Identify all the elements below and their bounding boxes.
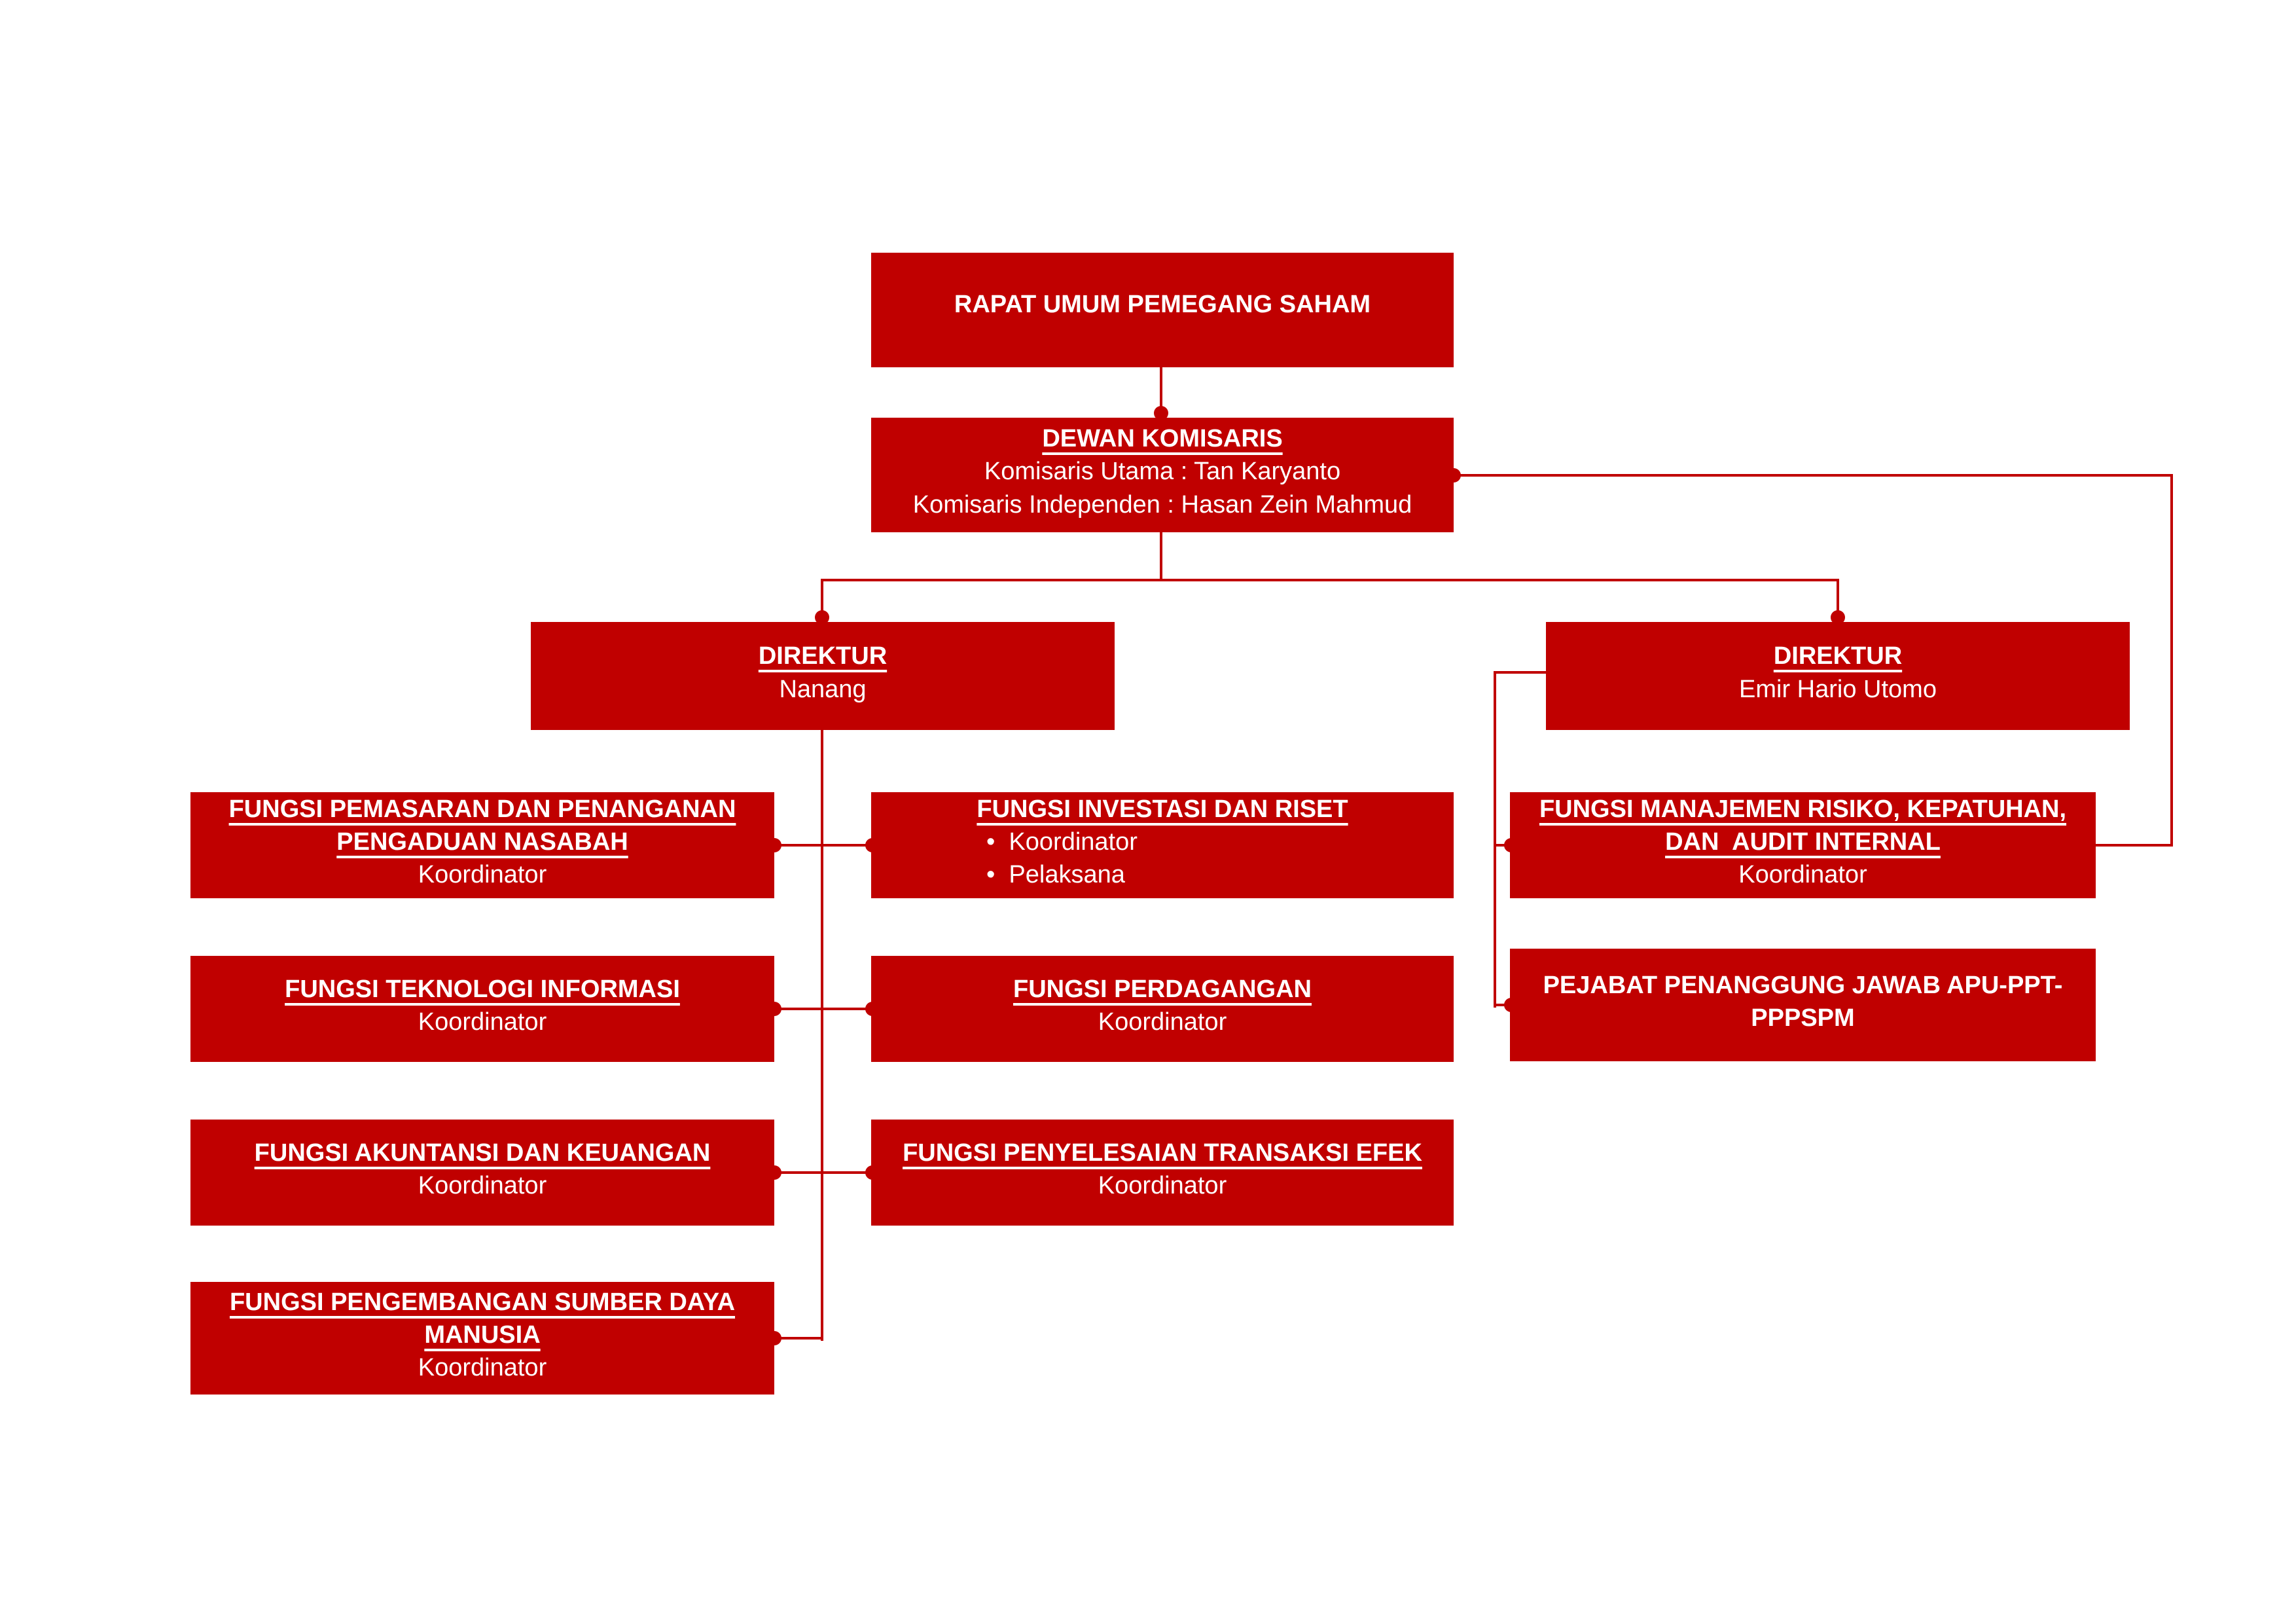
connector-dewan-risiko-end bbox=[2096, 844, 2173, 847]
bullet-pelaksana: Pelaksana bbox=[986, 858, 1138, 891]
node-title: FUNGSI PENYELESAIAN TRANSAKSI EFEK bbox=[903, 1139, 1422, 1167]
node-fungsi-akuntansi-keuangan: FUNGSI AKUNTANSI DAN KEUANGAN Koordinato… bbox=[190, 1120, 774, 1226]
connector-stub-investasi bbox=[822, 844, 871, 847]
node-title: PEJABAT PENANGGUNG JAWAB APU-PPT- PPPSPM bbox=[1543, 971, 2063, 1032]
node-role: Koordinator bbox=[1098, 1008, 1227, 1036]
connector-stub-perdagangan bbox=[822, 1008, 871, 1010]
connector-stub-sdm bbox=[774, 1337, 822, 1340]
connector-direktur-left-trunk bbox=[821, 730, 823, 1341]
node-title: FUNGSI MANAJEMEN RISIKO, KEPATUHAN, DAN … bbox=[1539, 795, 2067, 856]
connector-direktur-right-arm bbox=[1494, 671, 1546, 674]
node-title: FUNGSI AKUNTANSI DAN KEUANGAN bbox=[254, 1139, 711, 1167]
director-name: Emir Hario Utomo bbox=[1739, 675, 1937, 703]
connector-dewan-risiko-top bbox=[1454, 474, 2173, 477]
node-bullet-list: Koordinator Pelaksana bbox=[875, 826, 1138, 891]
node-dewan-komisaris: DEWAN KOMISARIS Komisaris Utama : Tan Ka… bbox=[871, 418, 1454, 532]
node-title: FUNGSI INVESTASI DAN RISET bbox=[977, 795, 1348, 823]
bullet-koordinator: Koordinator bbox=[986, 826, 1137, 858]
node-rapat-umum-pemegang-saham: RAPAT UMUM PEMEGANG SAHAM bbox=[871, 253, 1454, 367]
connector-stub-apu-ppt bbox=[1495, 1004, 1511, 1006]
junction-dot-direktur-right-top bbox=[1831, 610, 1845, 625]
node-fungsi-investasi-riset: FUNGSI INVESTASI DAN RISET Koordinator P… bbox=[871, 792, 1454, 898]
node-direktur-emir: DIREKTUR Emir Hario Utomo bbox=[1546, 622, 2130, 730]
node-fungsi-perdagangan: FUNGSI PERDAGANGAN Koordinator bbox=[871, 956, 1454, 1062]
connector-dewan-drop bbox=[1160, 532, 1162, 580]
node-fungsi-penyelesaian-transaksi: FUNGSI PENYELESAIAN TRANSAKSI EFEK Koord… bbox=[871, 1120, 1454, 1226]
connector-stub-teknologi bbox=[774, 1008, 822, 1010]
node-role: Koordinator bbox=[418, 1008, 547, 1036]
node-title: DIREKTUR bbox=[1773, 642, 1903, 670]
junction-dot-direktur-left-top bbox=[815, 610, 829, 625]
connector-drop-direktur-left bbox=[821, 579, 823, 622]
node-direktur-nanang: DIREKTUR Nanang bbox=[531, 622, 1115, 730]
connector-direktur-split bbox=[821, 579, 1839, 581]
connector-stub-pemasaran bbox=[774, 844, 822, 847]
node-title: DIREKTUR bbox=[758, 642, 888, 670]
node-fungsi-pengembangan-sdm: FUNGSI PENGEMBANGAN SUMBER DAYA MANUSIA … bbox=[190, 1282, 774, 1395]
node-role: Koordinator bbox=[418, 1354, 547, 1382]
node-title: DEWAN KOMISARIS bbox=[1042, 425, 1283, 453]
komisaris-independen-line: Komisaris Independen : Hasan Zein Mahmud bbox=[912, 490, 1412, 519]
node-role: Koordinator bbox=[418, 861, 547, 889]
junction-dot-dewan-top bbox=[1154, 406, 1168, 420]
node-fungsi-pemasaran: FUNGSI PEMASARAN DAN PENANGANAN PENGADUA… bbox=[190, 792, 774, 898]
node-fungsi-teknologi-informasi: FUNGSI TEKNOLOGI INFORMASI Koordinator bbox=[190, 956, 774, 1062]
director-name: Nanang bbox=[779, 675, 867, 703]
connector-stub-risiko bbox=[1495, 844, 1511, 847]
connector-direktur-right-trunk bbox=[1494, 671, 1496, 1008]
node-title: FUNGSI PEMASARAN DAN PENANGANAN PENGADUA… bbox=[228, 795, 736, 856]
komisaris-utama-line: Komisaris Utama : Tan Karyanto bbox=[984, 458, 1341, 486]
connector-rups-dewan bbox=[1160, 367, 1162, 418]
node-title: FUNGSI TEKNOLOGI INFORMASI bbox=[285, 975, 680, 1003]
node-fungsi-manajemen-risiko: FUNGSI MANAJEMEN RISIKO, KEPATUHAN, DAN … bbox=[1510, 792, 2096, 898]
connector-stub-akuntansi bbox=[774, 1171, 822, 1174]
node-title: RAPAT UMUM PEMEGANG SAHAM bbox=[954, 291, 1371, 319]
node-pejabat-apu-ppt: PEJABAT PENANGGUNG JAWAB APU-PPT- PPPSPM bbox=[1510, 949, 2096, 1061]
node-title: FUNGSI PERDAGANGAN bbox=[1013, 975, 1312, 1003]
node-role: Koordinator bbox=[1738, 861, 1867, 889]
connector-stub-penyelesaian bbox=[822, 1171, 871, 1174]
node-role: Koordinator bbox=[1098, 1172, 1227, 1199]
connector-dewan-risiko-side bbox=[2170, 474, 2173, 847]
node-role: Koordinator bbox=[418, 1172, 547, 1199]
node-title: FUNGSI PENGEMBANGAN SUMBER DAYA MANUSIA bbox=[229, 1288, 736, 1349]
connector-drop-direktur-right bbox=[1837, 579, 1839, 622]
